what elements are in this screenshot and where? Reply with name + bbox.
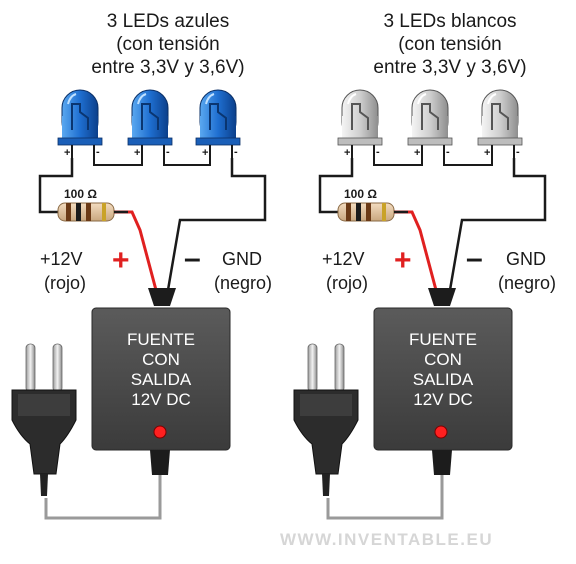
left-title-line2: (con tensión xyxy=(116,34,220,55)
left-positive-label: +12V xyxy=(40,249,83,269)
right-plus-sign: + xyxy=(394,244,412,277)
led-pin-plus: + xyxy=(344,147,351,159)
white-led-3 xyxy=(477,89,523,146)
wall-plug-left xyxy=(11,343,77,497)
right-panel xyxy=(293,89,547,520)
right-negative-color: (negro) xyxy=(498,273,557,293)
right-title-line2: (con tensión xyxy=(398,34,502,55)
resistor-right xyxy=(337,202,395,222)
wall-plug-right xyxy=(293,343,359,497)
resistor-label-right: 100 Ω xyxy=(344,187,377,201)
left-plus-sign: + xyxy=(112,244,130,277)
led-pin-minus: - xyxy=(446,146,450,158)
left-panel xyxy=(11,89,267,520)
blue-led-1 xyxy=(57,89,103,146)
psu-text-line3: SALIDA xyxy=(130,370,192,389)
right-title-line1: 3 LEDs blancos xyxy=(383,11,517,32)
left-minus-sign: – xyxy=(184,242,201,275)
left-title-line1: 3 LEDs azules xyxy=(106,11,230,32)
left-negative-label: GND xyxy=(222,249,262,269)
white-led-2 xyxy=(407,89,453,146)
psu-text-line2: CON xyxy=(424,350,462,369)
led-pin-plus: + xyxy=(134,147,141,159)
blue-led-2 xyxy=(127,89,173,146)
watermark: WWW.INVENTABLE.EU xyxy=(280,530,494,549)
psu-text-line2: CON xyxy=(142,350,180,369)
left-negative-color: (negro) xyxy=(214,273,273,293)
led-pin-plus: + xyxy=(202,147,209,159)
resistor-label-left: 100 Ω xyxy=(64,187,97,201)
blue-led-3 xyxy=(195,89,241,146)
right-positive-color: (rojo) xyxy=(326,273,369,293)
psu-text-line4: 12V DC xyxy=(131,390,191,409)
psu-text-line4: 12V DC xyxy=(413,390,473,409)
led-pin-minus: - xyxy=(516,146,520,158)
indicator-light-right xyxy=(434,425,448,439)
right-positive-label: +12V xyxy=(322,249,365,269)
led-pin-minus: - xyxy=(96,146,100,158)
psu-text-line1: FUENTE xyxy=(127,330,195,349)
indicator-light-left xyxy=(153,425,167,439)
led-pin-plus: + xyxy=(484,147,491,159)
led-pin-plus: + xyxy=(414,147,421,159)
left-positive-color: (rojo) xyxy=(44,273,87,293)
led-pin-minus: - xyxy=(376,146,380,158)
psu-text-line3: SALIDA xyxy=(412,370,474,389)
led-pin-minus: - xyxy=(234,146,238,158)
white-led-1 xyxy=(337,89,383,146)
right-title-line3: entre 3,3V y 3,6V) xyxy=(373,57,527,78)
left-title-line3: entre 3,3V y 3,6V) xyxy=(91,57,245,78)
psu-text-line1: FUENTE xyxy=(409,330,477,349)
right-negative-label: GND xyxy=(506,249,546,269)
led-pin-minus: - xyxy=(166,146,170,158)
right-minus-sign: – xyxy=(466,242,483,275)
led-pin-plus: + xyxy=(64,147,71,159)
resistor-left xyxy=(57,202,115,222)
